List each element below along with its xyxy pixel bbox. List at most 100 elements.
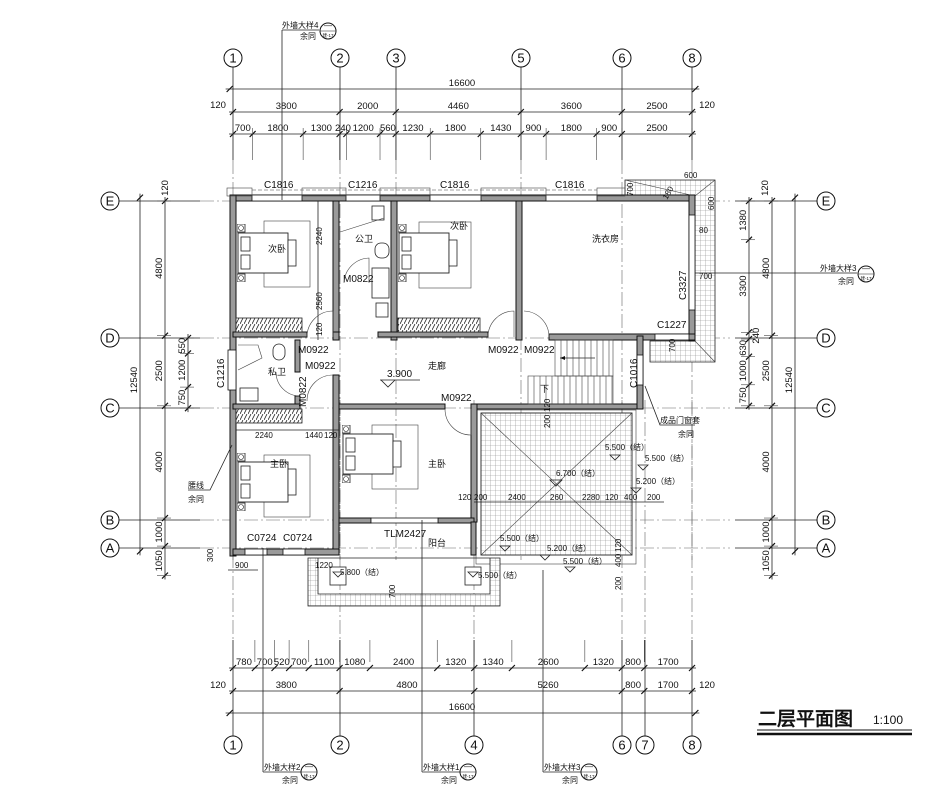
dimension-tick <box>433 664 441 672</box>
window-code: C1816 <box>440 180 470 191</box>
eave-hip-line <box>694 340 716 363</box>
door-code: M0922 <box>305 361 336 372</box>
axis-bottom-4-label: 4 <box>470 738 477 753</box>
top-sub-dimension-label: 560 <box>380 123 396 134</box>
bed-icon <box>342 425 402 483</box>
eave-hip-line <box>694 179 716 197</box>
svg-text:2560: 2560 <box>315 292 324 310</box>
dimension-tick <box>336 664 344 672</box>
svg-text:余同: 余同 <box>838 276 854 286</box>
right-sub-dimension-label: 1380 <box>738 210 749 231</box>
bottom-sub-dimension-label: 2600 <box>538 657 559 668</box>
axis-top-8-label: 8 <box>688 51 695 66</box>
top-axis-dimension-label: 4460 <box>448 101 469 112</box>
room-label: 主卧 <box>270 458 288 469</box>
axis-left-A-bubble <box>100 538 120 558</box>
window-code: C1816 <box>555 180 585 191</box>
downspout-box <box>329 566 347 586</box>
axis-right-B-bubble <box>816 510 836 530</box>
svg-text:200: 200 <box>474 493 488 502</box>
dimension-tick <box>581 664 589 672</box>
svg-text:200: 200 <box>647 493 661 502</box>
axis-right-C-bubble <box>816 398 836 418</box>
waistline-note: 腰线 余同 <box>188 444 233 504</box>
dimension-tick <box>470 687 478 695</box>
window-labels: C1816 C1216 C1816 C1816 C3327 C1227 C121… <box>216 180 689 544</box>
axis-left-C-bubble <box>100 398 120 418</box>
svg-text:120: 120 <box>315 322 324 336</box>
bottom-axis-dimension-label: 4800 <box>396 680 417 691</box>
svg-text:腰线: 腰线 <box>188 480 204 490</box>
door-trim-note: 成品门窗套 余同 <box>644 385 700 439</box>
stair-down-label: 下 <box>540 384 549 394</box>
wardrobe <box>235 408 303 424</box>
elevation-label: 5.200（结） <box>547 543 591 553</box>
top-sub-dimension-label: 240 <box>335 123 351 134</box>
window-code: C0724 <box>283 533 313 544</box>
axis-left-A-label: A <box>106 541 115 556</box>
wardrobe <box>397 317 481 333</box>
left-axis-dimension-label: 1000 <box>154 521 165 542</box>
door-labels: M0822 M0922 M0922 M0822 M0922 M0922 M092… <box>298 274 555 407</box>
window-code: C3327 <box>678 270 689 300</box>
right-axis-dimension-label: 2500 <box>761 360 772 381</box>
dimension-tick <box>470 664 478 672</box>
dimension-tick <box>285 664 293 672</box>
elevation-label: 5.500（结） <box>478 570 522 580</box>
right-axis-dimension-label: 4000 <box>761 451 772 472</box>
axis-right-B-label: B <box>822 513 831 528</box>
bottom-edge-label: 120 <box>210 680 226 691</box>
axis-bottom-6-label: 6 <box>618 738 625 753</box>
axis-top-1-bubble <box>223 48 243 68</box>
room-label: 公卫 <box>355 234 373 244</box>
top-axis-dimension-label: 2000 <box>357 101 378 112</box>
svg-text:1220: 1220 <box>315 561 333 570</box>
window-sill-outlines <box>226 187 626 197</box>
axis-bottom-7-bubble <box>635 735 655 755</box>
room-label: 主卧 <box>428 458 446 469</box>
axis-right-D-bubble <box>816 328 836 348</box>
top-edge-label: 120 <box>699 100 715 111</box>
top-edge-label: 120 <box>210 100 226 111</box>
axis-right-E-bubble <box>816 191 836 211</box>
svg-text:2240: 2240 <box>255 431 273 440</box>
svg-text:余同: 余同 <box>188 494 204 504</box>
bathroom-fixtures <box>237 205 390 402</box>
bottom-axis-dimension-label: 3800 <box>276 680 297 691</box>
dimension-tick <box>640 664 648 672</box>
axis-left-B-label: B <box>106 513 115 528</box>
svg-text:900: 900 <box>235 561 249 570</box>
elevation-label: 5.200（结） <box>636 476 680 486</box>
right-sub-dimension-label: 3300 <box>738 275 749 296</box>
bottom-sub-dimension-label: 700 <box>291 657 307 668</box>
room-label: 走廊 <box>428 360 446 371</box>
axis-top-5-bubble <box>511 48 531 68</box>
axis-top-3-label: 3 <box>392 51 399 66</box>
svg-text:余同: 余同 <box>282 775 298 785</box>
dimension-tick <box>271 664 278 672</box>
drawing-title: 二层平面图 1:100 <box>757 708 912 736</box>
elevation-label: 5.800（结） <box>340 567 384 577</box>
axis-bottom-6-bubble <box>612 735 632 755</box>
top-sub-dimension-label: 1430 <box>490 123 511 134</box>
axis-top-1-label: 1 <box>229 51 236 66</box>
elevation-label: 5.500（结） <box>563 556 607 566</box>
dimension-tick <box>336 108 344 116</box>
svg-text:余同: 余同 <box>678 429 694 439</box>
right-axis-dimension-label: 1000 <box>761 521 772 542</box>
axis-right-A-bubble <box>816 538 836 558</box>
dimension-tick <box>136 194 144 202</box>
bottom-edge-label: 120 <box>699 680 715 691</box>
axis-bottom-8-bubble <box>682 735 702 755</box>
elevation-markers: 5.500（结） 5.500（结） 6.700（结） 5.200（结） 5.50… <box>332 442 689 580</box>
left-axis-dimension-label: 4000 <box>154 451 165 472</box>
title-scale: 1:100 <box>873 713 903 727</box>
axis-bottom-2-bubble <box>330 735 350 755</box>
axis-top-2-label: 2 <box>336 51 343 66</box>
svg-text:余同: 余同 <box>562 775 578 785</box>
top-sub-dimension-label: 1230 <box>402 123 423 134</box>
axis-bottom-4-bubble <box>464 735 484 755</box>
